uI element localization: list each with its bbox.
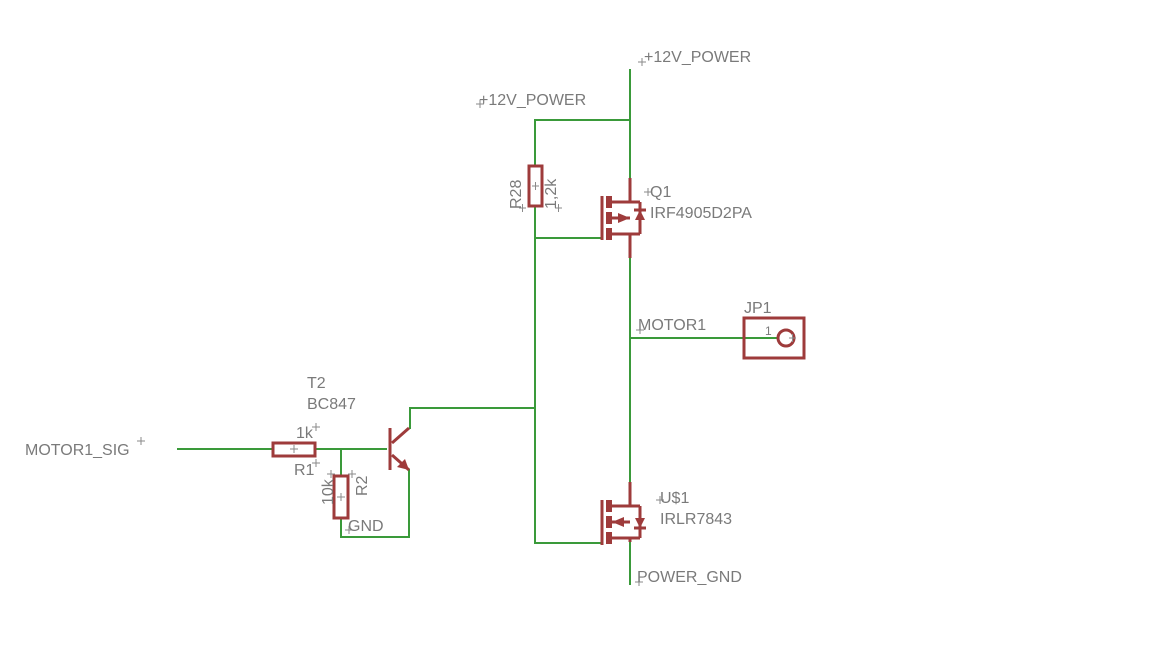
r28-resistor[interactable] — [519, 164, 562, 212]
wire-gnd[interactable] — [340, 469, 410, 538]
u1-name-label: U$1 — [660, 490, 689, 507]
r2-resistor[interactable] — [327, 470, 356, 520]
gnd-label: GND — [348, 518, 384, 535]
r1-value-label: 1k — [296, 425, 314, 442]
t2-value-label: BC847 — [307, 396, 356, 413]
jp1-connector[interactable] — [742, 316, 806, 360]
motor1-sig-label: MOTOR1_SIG — [25, 442, 130, 459]
wire-r28-top[interactable] — [534, 119, 631, 167]
jp1-pin-label: 1 — [765, 324, 772, 338]
wire-t2-collector[interactable] — [409, 407, 536, 429]
r1-name-label: R1 — [294, 462, 315, 479]
u1-value-label: IRLR7843 — [660, 511, 732, 528]
origin-marks — [137, 58, 664, 586]
q1-name-label: Q1 — [650, 184, 671, 201]
power-gnd-label: POWER_GND — [637, 569, 742, 586]
motor1-net-label: MOTOR1 — [638, 317, 706, 334]
r1-resistor[interactable] — [271, 423, 320, 467]
r28-value-label: 1,2k — [543, 178, 560, 209]
t2-name-label: T2 — [307, 375, 326, 392]
u1-mosfet[interactable] — [600, 482, 646, 545]
r2-value-label: 10k — [320, 478, 337, 505]
r28-name-label: R28 — [508, 180, 525, 209]
jp1-name-label: JP1 — [744, 300, 772, 317]
supply-12v-top-label: +12V_POWER — [644, 49, 751, 66]
t2-transistor[interactable] — [388, 426, 410, 472]
wires — [177, 69, 779, 585]
q1-mosfet[interactable] — [600, 178, 646, 258]
r2-name-label: R2 — [354, 475, 371, 496]
q1-value-label: IRF4905D2PA — [650, 205, 752, 222]
supply-12v-left-label: +12V_POWER — [479, 92, 586, 109]
